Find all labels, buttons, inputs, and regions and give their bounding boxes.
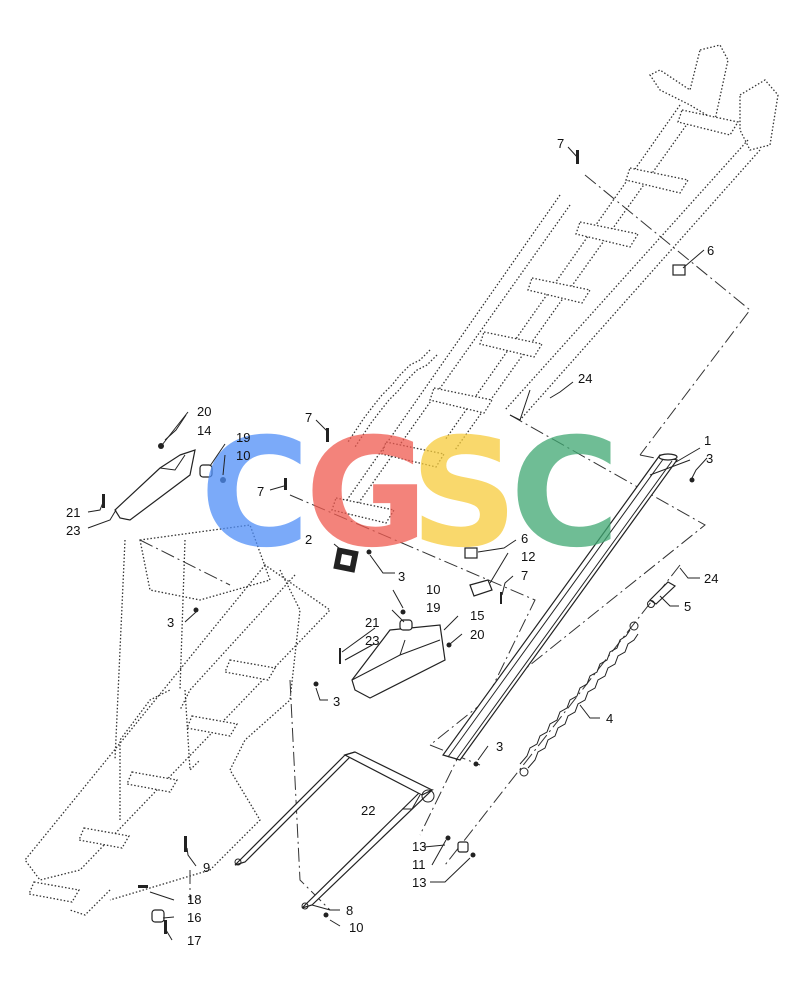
callout-19: 19 [236, 430, 250, 445]
callout-7: 7 [257, 484, 264, 499]
part-6-pad-a [672, 264, 686, 276]
upper-ladder [331, 44, 779, 524]
callout-22: 22 [361, 803, 375, 818]
callout-12: 12 [521, 549, 535, 564]
leader-lines [87, 146, 708, 941]
part-15-bracket [351, 624, 446, 699]
callout-16: 16 [187, 910, 201, 925]
callout-3: 3 [496, 739, 503, 754]
callout-20: 20 [470, 627, 484, 642]
callout-23: 23 [66, 523, 80, 538]
part-2-decal [333, 547, 359, 573]
callout-8: 8 [346, 903, 353, 918]
watermark-letter-c1: C [200, 407, 310, 581]
callout-7: 7 [305, 410, 312, 425]
part-8-frame [234, 751, 435, 910]
callout-18: 18 [187, 892, 201, 907]
cgsc-watermark: C G S C [200, 407, 620, 581]
part-4-spring [519, 621, 639, 777]
watermark-letter-c2: C [510, 407, 620, 581]
part-5-turnbuckle [647, 581, 676, 608]
callout-6: 6 [707, 243, 714, 258]
callout-1: 1 [704, 433, 711, 448]
callout-21: 21 [365, 615, 379, 630]
lower-ladder [24, 524, 331, 916]
callout-labels: 1 2 3 3 3 3 3 4 5 6 6 7 7 7 7 8 9 10 10 … [66, 136, 718, 948]
callout-9: 9 [203, 860, 210, 875]
callout-24: 24 [704, 571, 718, 586]
upper-ladder-steps [331, 109, 740, 524]
callout-3: 3 [333, 694, 340, 709]
callout-13: 13 [412, 875, 426, 890]
watermark-letter-g: G [305, 407, 428, 581]
part-6-pad-b [464, 547, 478, 559]
callout-2: 2 [305, 532, 312, 547]
callout-15: 15 [470, 608, 484, 623]
callout-10: 10 [426, 582, 440, 597]
callout-5: 5 [684, 599, 691, 614]
callout-13: 13 [412, 839, 426, 854]
callout-3: 3 [167, 615, 174, 630]
callout-10: 10 [236, 448, 250, 463]
callout-7: 7 [557, 136, 564, 151]
part-14-bracket [114, 449, 196, 521]
callout-4: 4 [606, 711, 613, 726]
callout-23: 23 [365, 633, 379, 648]
callout-3: 3 [706, 451, 713, 466]
callout-21: 21 [66, 505, 80, 520]
callout-14: 14 [197, 423, 211, 438]
callout-24: 24 [578, 371, 592, 386]
callout-3: 3 [398, 569, 405, 584]
callout-7: 7 [521, 568, 528, 583]
lower-ladder-steps [28, 659, 277, 903]
callout-17: 17 [187, 933, 201, 948]
callout-20: 20 [197, 404, 211, 419]
callout-6: 6 [521, 531, 528, 546]
watermark-letter-s: S [410, 407, 518, 581]
part-1-tube [442, 453, 678, 761]
callout-19: 19 [426, 600, 440, 615]
callout-11: 11 [412, 857, 426, 872]
callout-10: 10 [349, 920, 363, 935]
